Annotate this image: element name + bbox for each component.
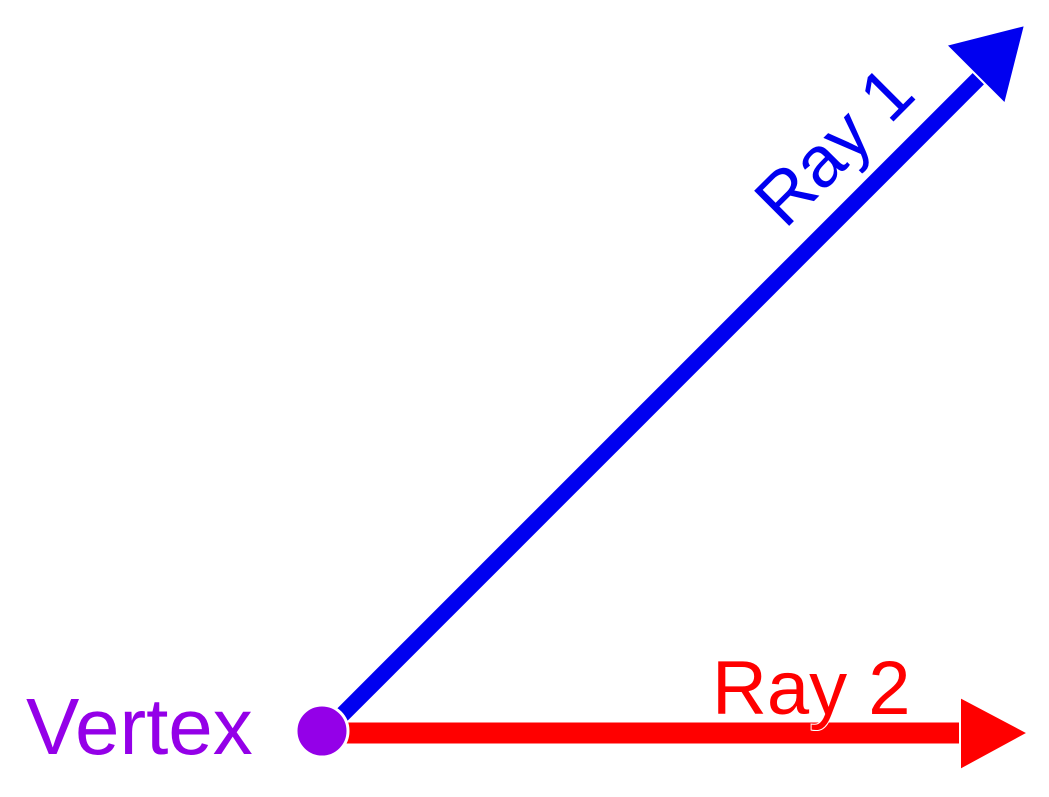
vertex-point xyxy=(294,703,350,759)
vertex: Vertex xyxy=(26,682,350,771)
ray-1-shaft-fill xyxy=(327,69,988,730)
ray-1-arrowhead xyxy=(944,23,1027,106)
ray-2: Ray 2 xyxy=(333,645,1031,772)
ray-2-arrowhead xyxy=(959,695,1031,772)
vertex-label: Vertex xyxy=(26,682,253,771)
ray-2-label: Ray 2 xyxy=(712,646,911,731)
ray-1: Ray 1 xyxy=(322,23,1027,735)
